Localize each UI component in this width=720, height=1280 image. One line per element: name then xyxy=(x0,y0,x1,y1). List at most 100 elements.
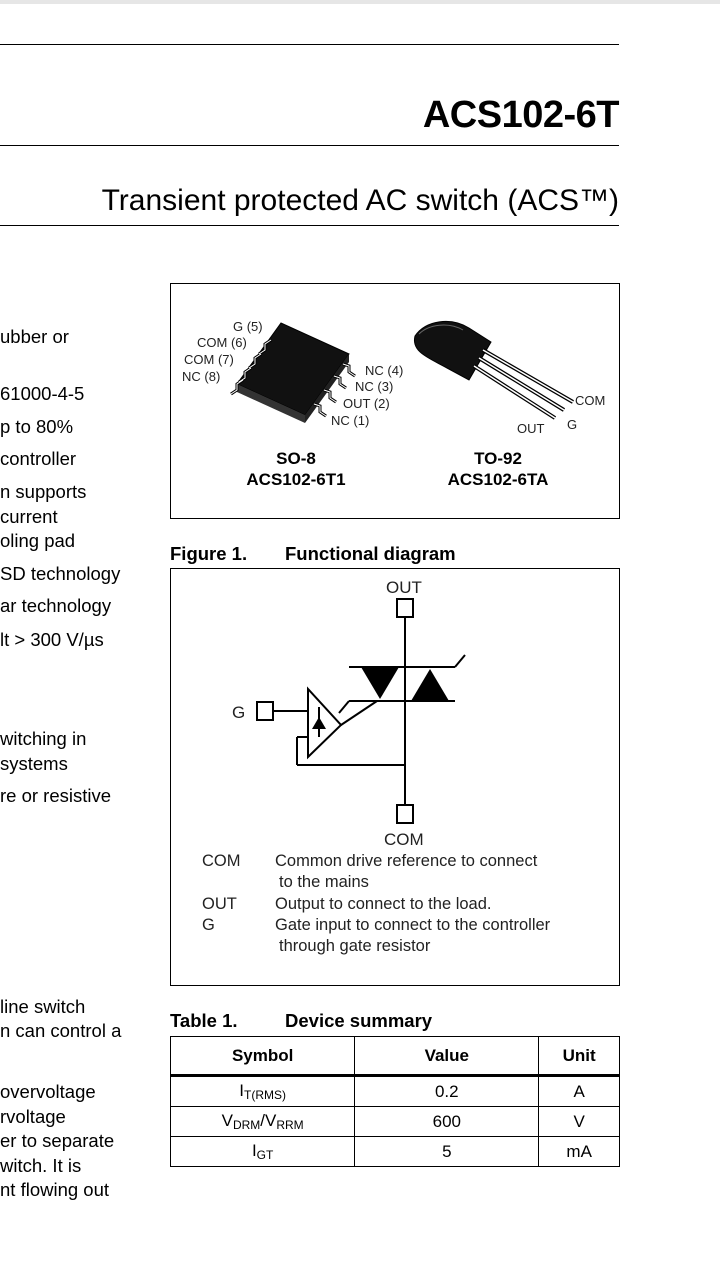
text-line: controller xyxy=(0,448,77,469)
symbol-main: I xyxy=(239,1081,244,1100)
legend-desc-line: Output to connect to the load. xyxy=(275,895,492,913)
header-rule-bottom xyxy=(0,225,619,226)
so8-package-image xyxy=(230,322,356,423)
legend-row-g: G Gate input to connect to the controlle… xyxy=(202,915,602,959)
symbol-cell: VDRM/VRRM xyxy=(169,1106,356,1137)
so8-label: SO-8 ACS102-6T1 xyxy=(231,448,361,490)
value-cell: 600 xyxy=(354,1106,540,1137)
text-line: p to 80% xyxy=(0,416,74,437)
text-line: witching in xyxy=(0,728,87,749)
legend-desc-line: Common drive reference to connect xyxy=(275,852,538,870)
text-line: nt flowing out xyxy=(0,1179,110,1200)
symbol-main: V xyxy=(221,1111,233,1130)
functional-diagram: OUT COM G COM Common drive reference to … xyxy=(170,568,620,986)
unit-cell: A xyxy=(538,1075,620,1107)
com-terminal xyxy=(396,804,414,824)
device-summary-table: Symbol Value Unit IT(RMS) 0.2 A VDRM/VRR… xyxy=(169,1036,620,1167)
symbol-cell: IT(RMS) xyxy=(169,1075,356,1107)
legend-desc-cont: to the mains xyxy=(279,873,369,891)
circuit-schematic: OUT COM G xyxy=(232,578,466,849)
gate-terminal xyxy=(256,701,274,721)
figure1-title: Functional diagram xyxy=(285,543,456,564)
header-rule-middle xyxy=(0,145,619,146)
com-terminal-label: COM xyxy=(384,830,424,849)
triac-triangle-down xyxy=(361,667,399,699)
text-line: oling pad xyxy=(0,530,76,551)
triac-triangle-up xyxy=(411,669,449,701)
so8-pin-label: COM (7) xyxy=(184,352,234,367)
value-cell: 0.2 xyxy=(354,1075,540,1107)
to92-part-number: ACS102-6TA xyxy=(447,470,549,489)
text-line: n supports xyxy=(0,481,87,502)
out-terminal xyxy=(396,598,414,618)
symbol-subscript: T(RMS) xyxy=(244,1088,286,1102)
symbol-subscript: GT xyxy=(256,1148,274,1162)
text-line: ubber or xyxy=(0,326,69,347)
to92-package-image xyxy=(413,321,575,420)
so8-pin-label: NC (1) xyxy=(331,413,369,428)
unit-cell: V xyxy=(538,1106,620,1137)
text-line: rvoltage xyxy=(0,1106,66,1127)
to92-package-name: TO-92 xyxy=(474,449,522,468)
text-line: ar technology xyxy=(0,595,112,616)
table1-title: Device summary xyxy=(285,1010,433,1031)
symbol-cell: IGT xyxy=(169,1136,356,1167)
document-title: Transient protected AC switch (ACS™) xyxy=(101,184,619,217)
so8-package-name: SO-8 xyxy=(276,449,316,468)
so8-pin-label: COM (6) xyxy=(197,335,247,350)
text-line: n can control a xyxy=(0,1020,122,1041)
legend-desc-cont: through gate resistor xyxy=(279,937,431,955)
legend-desc: Gate input to connect to the controller … xyxy=(275,915,595,957)
so8-part-number: ACS102-6T1 xyxy=(246,470,346,489)
to92-pin-label: COM xyxy=(575,393,605,408)
figure1-caption: Figure 1. Functional diagram xyxy=(170,543,456,565)
out-terminal-label: OUT xyxy=(386,578,422,597)
text-line: er to separate xyxy=(0,1130,115,1151)
symbol-main-2: /V xyxy=(260,1111,277,1130)
symbol-main: I xyxy=(251,1141,257,1160)
package-drawings: G (5) COM (6) COM (7) NC (8) NC (4) NC (… xyxy=(182,319,605,436)
table-row: IT(RMS) 0.2 A xyxy=(169,1075,620,1107)
text-line: line switch xyxy=(0,996,86,1017)
table-header-row: Symbol Value Unit xyxy=(169,1036,620,1077)
so8-pin-label: NC (8) xyxy=(182,369,220,384)
table1-number: Table 1. xyxy=(170,1010,238,1031)
text-line: systems xyxy=(0,753,68,774)
legend-desc-line: Gate input to connect to the controller xyxy=(275,916,551,934)
text-line: re or resistive xyxy=(0,785,112,806)
legend-key: OUT xyxy=(202,895,237,913)
text-line: SD technology xyxy=(0,563,121,584)
so8-pin-label: NC (3) xyxy=(355,379,393,394)
table-row: VDRM/VRRM 600 V xyxy=(169,1106,620,1137)
part-number: ACS102-6T xyxy=(422,94,620,136)
table1-caption: Table 1. Device summary xyxy=(170,1010,432,1032)
figure1-number: Figure 1. xyxy=(170,543,248,564)
text-line: lt > 300 V/µs xyxy=(0,629,104,650)
so8-pin-label: G (5) xyxy=(233,319,263,334)
column-header-unit: Unit xyxy=(538,1036,620,1077)
text-line: witch. It is xyxy=(0,1155,82,1176)
to92-label: TO-92 ACS102-6TA xyxy=(433,448,563,490)
text-line: overvoltage xyxy=(0,1081,96,1102)
legend-row-out: OUT Output to connect to the load. xyxy=(202,894,602,916)
header-rule-top xyxy=(0,44,619,45)
so8-pin-label: OUT (2) xyxy=(343,396,390,411)
value-cell: 5 xyxy=(354,1136,540,1167)
to92-pin-label: OUT xyxy=(517,421,545,436)
so8-pin-label: NC (4) xyxy=(365,363,403,378)
to92-pin-label: G xyxy=(567,417,577,432)
symbol-subscript: DRM xyxy=(232,1118,261,1132)
gate-terminal-label: G xyxy=(232,703,245,722)
legend-key: COM xyxy=(202,852,241,870)
symbol-subscript-2: RRM xyxy=(276,1118,304,1132)
top-gray-band xyxy=(0,0,720,4)
unit-cell: mA xyxy=(538,1136,620,1167)
column-header-symbol: Symbol xyxy=(169,1036,356,1077)
package-figure: G (5) COM (6) COM (7) NC (8) NC (4) NC (… xyxy=(170,283,620,519)
legend-desc: Output to connect to the load. xyxy=(275,894,595,915)
text-line: current xyxy=(0,506,58,527)
legend-desc: Common drive reference to connect to the… xyxy=(275,851,595,893)
legend-key: G xyxy=(202,916,215,934)
text-line: 61000-4-5 xyxy=(0,383,85,404)
table-row: IGT 5 mA xyxy=(169,1136,620,1167)
